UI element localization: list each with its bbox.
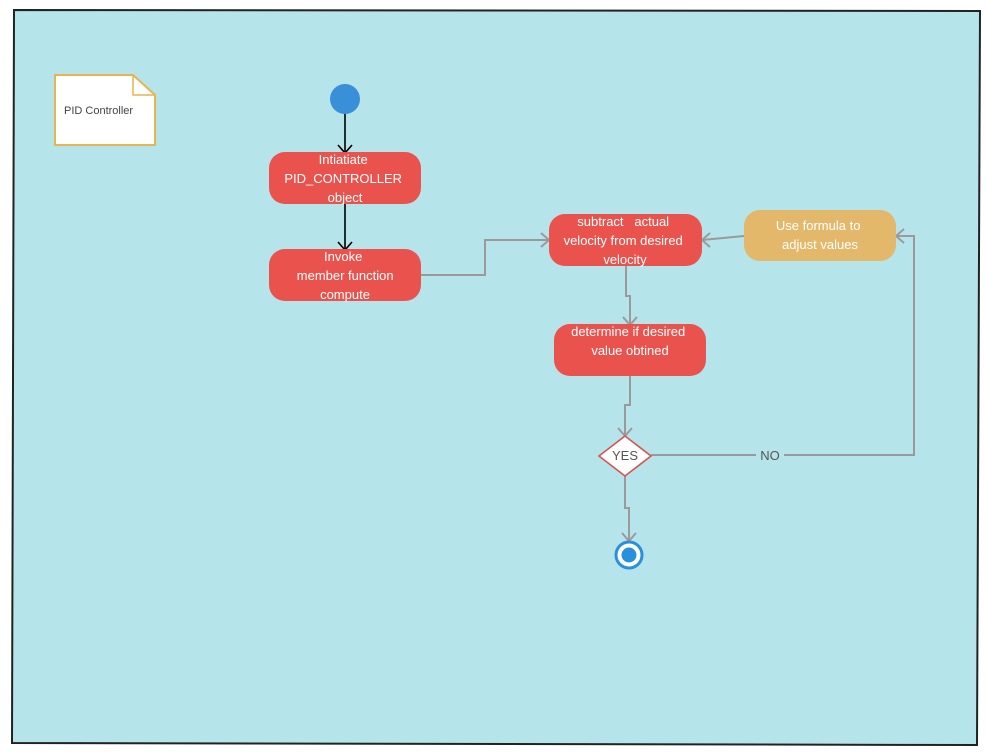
action-invoke-label: Invoke member function compute [297, 249, 397, 302]
action-determine-line-1: determine if desired [571, 324, 685, 339]
action-formula[interactable]: Use formula to adjust values [744, 210, 896, 261]
decision-node[interactable]: YES [597, 434, 653, 478]
start-node[interactable] [330, 84, 360, 114]
action-formula-shape [744, 210, 896, 261]
end-node[interactable] [614, 540, 644, 570]
action-subtract-line-3: velocity [603, 252, 647, 267]
action-determine[interactable]: determine if desired value obtined [554, 324, 706, 376]
action-initiate-line-1: Intiatiate [319, 152, 368, 167]
edge-label-no-bg [756, 446, 784, 464]
action-initiate-line-2: PID_CONTROLLER [284, 171, 402, 186]
action-subtract-line-2: velocity from desired [564, 233, 683, 248]
note-shape [54, 74, 156, 146]
note-pid-controller[interactable]: PID Controller [54, 74, 156, 146]
edge-label-no-text: NO [760, 448, 780, 463]
action-invoke-shape [269, 249, 421, 301]
action-determine-line-2: value obtined [591, 343, 668, 358]
action-formula-line-1: Use formula to [776, 218, 861, 233]
decision-label: YES [612, 448, 638, 463]
action-invoke-line-1: Invoke [324, 249, 362, 264]
action-subtract-label: subtract actual velocity from desired ve… [564, 214, 687, 267]
action-initiate[interactable]: Intiatiate PID_CONTROLLER object [269, 152, 421, 205]
action-initiate-shape [269, 152, 421, 204]
action-subtract-shape [549, 214, 702, 266]
end-node-inner [621, 547, 637, 563]
action-subtract[interactable]: subtract actual velocity from desired ve… [549, 214, 702, 267]
action-invoke[interactable]: Invoke member function compute [269, 249, 421, 302]
action-initiate-label: Intiatiate PID_CONTROLLER object [284, 152, 405, 205]
action-invoke-line-2: member function [297, 268, 394, 283]
edge-label-no: NO [756, 446, 784, 464]
decision-shape [597, 434, 653, 478]
action-formula-line-2: adjust values [782, 237, 858, 252]
diagram-frame [10, 8, 982, 747]
action-formula-label: Use formula to adjust values [776, 218, 864, 252]
action-determine-label: determine if desired value obtined [571, 324, 689, 358]
action-invoke-line-3: compute [320, 287, 370, 302]
action-determine-shape [554, 324, 706, 376]
note-fold [132, 75, 155, 96]
action-subtract-line-1: subtract actual [577, 214, 669, 229]
note-text: PID Controller [64, 105, 133, 117]
action-initiate-line-3: object [328, 190, 363, 205]
